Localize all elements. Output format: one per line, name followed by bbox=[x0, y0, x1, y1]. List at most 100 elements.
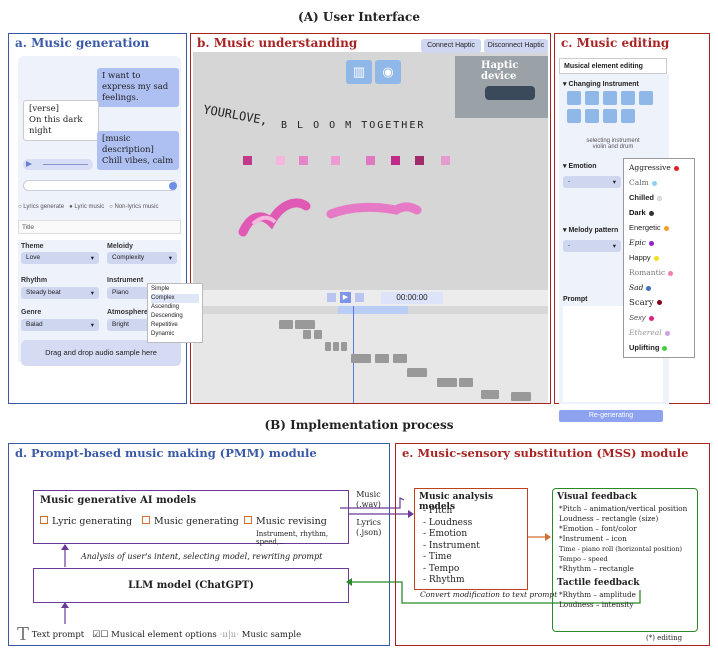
instrument-icon-grid bbox=[567, 91, 661, 131]
mode-options: ○ Lyrics generate ● Lyric music ○ Non-ly… bbox=[18, 204, 159, 210]
genre-select[interactable]: Balad▾ bbox=[21, 319, 99, 331]
lyric-text-b: B L O O M TOGETHER bbox=[281, 120, 426, 131]
pitch-curve-2 bbox=[326, 202, 422, 219]
emotion-label: ▾ Emotion bbox=[563, 163, 597, 170]
genre-label: Genre bbox=[21, 309, 42, 316]
stop-button[interactable] bbox=[327, 293, 336, 302]
disconnect-haptic-button[interactable]: Disconnect Haptic bbox=[484, 39, 548, 53]
text-prompt-icon: T bbox=[17, 624, 30, 645]
regenerate-button[interactable]: Re-generating bbox=[559, 410, 663, 422]
audio-player[interactable] bbox=[23, 159, 93, 170]
haptic-device-label: Haptic device bbox=[481, 60, 519, 82]
note-block[interactable] bbox=[341, 342, 347, 351]
music-desc-bubble: [music description] Chill vibes, calm bbox=[97, 131, 179, 170]
convert-label: Convert modification to text prompt bbox=[420, 590, 558, 599]
emotion-select[interactable]: -▾ bbox=[563, 176, 621, 188]
analysis-models-box: Music analysis models - Pitch - Loudness… bbox=[414, 488, 528, 590]
note-block[interactable] bbox=[295, 320, 315, 329]
radio-non-lyrics-music[interactable]: ○ Non-lyrics music bbox=[109, 204, 159, 210]
loudness-square bbox=[243, 156, 252, 165]
trumpet-icon[interactable] bbox=[603, 91, 617, 105]
melody-dropdown[interactable]: Simple Complex Ascending Descending Repe… bbox=[147, 283, 203, 343]
pause-button[interactable] bbox=[355, 293, 364, 302]
note-block[interactable] bbox=[279, 320, 293, 329]
section-b-title: (B) Implementation process bbox=[264, 418, 454, 432]
tactile-list: *Rhythm – amplitude Loudness – intensity bbox=[559, 590, 636, 609]
note-block[interactable] bbox=[303, 330, 311, 339]
playhead-range bbox=[338, 306, 408, 314]
theme-label: Theme bbox=[21, 243, 44, 250]
emotion-aggressive[interactable]: Aggressive bbox=[629, 163, 679, 172]
pitch-animation bbox=[238, 156, 450, 237]
note-block[interactable] bbox=[407, 368, 427, 377]
saxophone-icon[interactable] bbox=[585, 109, 599, 123]
emotion-chilled[interactable]: Chilled bbox=[629, 193, 663, 202]
user-message: I want to express my sad feelings. bbox=[97, 68, 179, 107]
title-input[interactable]: Title bbox=[18, 220, 181, 234]
note-block[interactable] bbox=[351, 354, 371, 363]
option-descending[interactable]: Descending bbox=[151, 313, 183, 319]
loudness-square bbox=[415, 156, 424, 165]
melody-pattern-select[interactable]: -▾ bbox=[563, 240, 621, 252]
piano-roll[interactable] bbox=[193, 306, 548, 403]
option-simple[interactable]: Simple bbox=[151, 286, 170, 292]
instrument-label: Instrument bbox=[107, 277, 144, 284]
violin-icon[interactable] bbox=[585, 91, 599, 105]
emotion-ethereal[interactable]: Ethereal bbox=[629, 328, 670, 337]
guitar-icon[interactable] bbox=[567, 91, 581, 105]
emotion-dark[interactable]: Dark bbox=[629, 208, 654, 217]
note-block[interactable] bbox=[481, 390, 499, 399]
connect-haptic-button[interactable]: Connect Haptic bbox=[421, 39, 481, 53]
emotion-dropdown[interactable]: Aggressive Calm Chilled Dark Energetic E… bbox=[623, 158, 695, 358]
emotion-calm[interactable]: Calm bbox=[629, 178, 657, 187]
tab-musical-element-editing[interactable]: Musical element editing bbox=[559, 58, 667, 74]
arrowhead bbox=[61, 602, 69, 608]
atmosphere-label: Atmosphere bbox=[107, 309, 148, 316]
send-icon[interactable] bbox=[169, 182, 177, 190]
time-display: 00:00:00 bbox=[381, 292, 443, 304]
rhythm-select[interactable]: Steady beat▾ bbox=[21, 287, 99, 299]
play-button[interactable]: ▶ bbox=[340, 292, 351, 303]
note-block[interactable] bbox=[333, 342, 339, 351]
option-ascending[interactable]: Ascending bbox=[151, 304, 180, 310]
harp-icon[interactable] bbox=[621, 91, 635, 105]
note-block[interactable] bbox=[437, 378, 457, 387]
emotion-sad[interactable]: Sad bbox=[629, 283, 652, 292]
theme-select[interactable]: Love▾ bbox=[21, 252, 99, 264]
play-icon[interactable] bbox=[26, 161, 32, 167]
piano-icon[interactable] bbox=[639, 91, 653, 105]
note-block[interactable] bbox=[511, 392, 531, 401]
arrowhead bbox=[346, 578, 352, 586]
radio-lyrics-generate[interactable]: ○ Lyrics generate bbox=[18, 204, 65, 210]
rhythm-label: Rhythm bbox=[21, 277, 48, 284]
emotion-sexy[interactable]: Sexy bbox=[629, 313, 654, 322]
option-lyric-generating: Lyric generating bbox=[40, 516, 132, 527]
emotion-romantic[interactable]: Romantic bbox=[629, 268, 674, 277]
emotion-uplifting[interactable]: Uplifting bbox=[629, 343, 668, 352]
flute-icon[interactable] bbox=[567, 109, 581, 123]
note-block[interactable] bbox=[393, 354, 407, 363]
note-block[interactable] bbox=[375, 354, 389, 363]
option-music-generating: Music generating bbox=[142, 516, 239, 527]
note-block[interactable] bbox=[325, 342, 331, 351]
cymbal-icon[interactable] bbox=[621, 109, 635, 123]
emotion-scary[interactable]: Scary bbox=[629, 298, 662, 308]
drum-icon[interactable] bbox=[603, 109, 617, 123]
panel-mss-module: e. Music-sensory substitution (MSS) modu… bbox=[395, 443, 710, 646]
audio-drop-zone[interactable]: Drag and drop audio sample here bbox=[21, 340, 181, 366]
option-dynamic[interactable]: Dynamic bbox=[151, 331, 175, 337]
emotion-epic[interactable]: Epic bbox=[629, 238, 654, 247]
audio-progress[interactable] bbox=[43, 164, 88, 165]
panel-a-title: a. Music generation bbox=[15, 36, 150, 50]
emotion-happy[interactable]: Happy bbox=[629, 253, 659, 262]
option-complex[interactable]: Complex bbox=[151, 294, 199, 303]
feedback-box: Visual feedback *Pitch – animation/verti… bbox=[552, 488, 698, 632]
radio-lyric-music[interactable]: ● Lyric music bbox=[69, 204, 105, 210]
loudness-square bbox=[299, 156, 308, 165]
note-block[interactable] bbox=[314, 330, 322, 339]
note-block[interactable] bbox=[459, 378, 473, 387]
melody-pattern-label: ▾ Melody pattern bbox=[563, 227, 619, 234]
melody-select[interactable]: Complexity▾ bbox=[107, 252, 177, 264]
emotion-energetic[interactable]: Energetic bbox=[629, 223, 669, 232]
option-repetitive[interactable]: Repetitive bbox=[151, 322, 178, 328]
